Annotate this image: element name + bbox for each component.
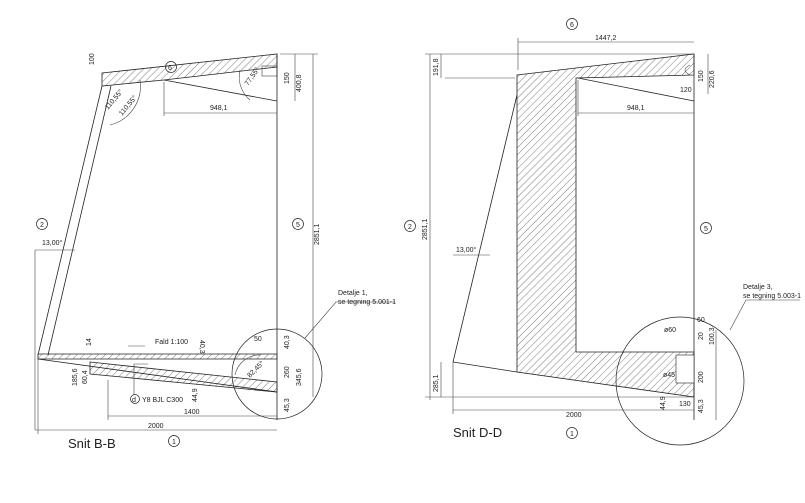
dimension-label: 2851,1 — [422, 218, 429, 240]
drawing-line — [452, 361, 518, 373]
dimension-label: 2851,1 — [314, 223, 321, 245]
left-face — [452, 94, 518, 363]
dimension-label: 1447,2 — [595, 35, 617, 42]
marker-2: 2 — [408, 224, 412, 231]
marker-1: 1 — [172, 439, 176, 446]
callout-line-2: se tegning 5.001-1 — [338, 299, 396, 306]
wall-outer — [37, 85, 103, 356]
top-slab-underside — [577, 77, 695, 102]
dimension-label: 60 — [697, 317, 705, 324]
drain-opening — [675, 354, 695, 384]
dimension-label: 20 — [698, 332, 705, 340]
drawing-line — [109, 79, 141, 126]
dimension-label: 220,6 — [709, 70, 716, 88]
section-b-b: 6 2 5 1 100 150 400,8 948,1 110,55° 110,… — [34, 53, 396, 451]
marker-circle — [130, 394, 140, 404]
dimension-label: 45,3 — [284, 398, 291, 412]
marker-circle — [36, 218, 48, 230]
bottom-slope — [37, 358, 278, 393]
dimension-label: 120 — [680, 87, 692, 94]
dimension-label: 82,45° — [246, 359, 266, 379]
dimension-label: 260 — [284, 366, 291, 378]
dimension-label: 40,3 — [284, 335, 291, 349]
bottom-slab-top — [37, 353, 278, 360]
dimension-label: 191,8 — [433, 58, 440, 76]
dimension-label: 150 — [284, 72, 291, 84]
marker-circle — [168, 435, 180, 447]
dimension-label: 14 — [86, 338, 93, 346]
drawing-line — [234, 354, 261, 376]
top-slab-underside — [163, 79, 278, 102]
wall-and-slab — [516, 53, 695, 398]
section-title: Snit D-D — [453, 425, 502, 440]
dimension-label: 1400 — [184, 409, 200, 416]
dimension-label: 100,3 — [709, 327, 716, 345]
callout-line-1: Detalje 3, — [743, 284, 773, 291]
marker-5: 5 — [296, 222, 300, 229]
dimension-label: 345,6 — [296, 368, 303, 386]
dimension-label: 948,1 — [627, 105, 645, 112]
dimension-label: 150 — [698, 70, 705, 82]
marker-6: 6 — [168, 65, 172, 72]
dimension-label: 60,4 — [82, 370, 89, 384]
dimension-label: ø60 — [664, 327, 676, 334]
section-title: Snit B-B — [68, 436, 116, 451]
dimension-label: 948,1 — [210, 105, 228, 112]
section-d-d: 6 2 5 1 1447,2 191,8 150 220,6 120 948,1… — [404, 18, 801, 446]
rebar-label: Y8 BJL C300 — [142, 397, 183, 404]
dimension-label: Fald 1:100 — [155, 339, 188, 346]
detail-circle — [615, 316, 745, 446]
marker-circle — [566, 427, 578, 439]
dimension-label: 185,6 — [72, 368, 79, 386]
drawing-line — [133, 363, 148, 395]
dimension-label: 45,3 — [698, 399, 705, 413]
dimension-label: ø45 — [663, 372, 675, 379]
dimension-label: 13,00° — [456, 246, 477, 254]
callout-leader — [304, 301, 395, 339]
callout-line-1: Detalje 1, — [338, 290, 368, 297]
dimension-label: 40,3 — [198, 340, 205, 354]
dimension-label: 130 — [679, 401, 691, 408]
rebar-marker: d — [132, 397, 136, 404]
dimension-label: 44,9 — [192, 388, 199, 402]
dimension-label: 400,8 — [296, 74, 303, 92]
marker-6: 6 — [570, 22, 574, 29]
callout-leader — [729, 299, 800, 331]
dimension-label: 285,1 — [433, 374, 440, 392]
drawing-line — [238, 69, 251, 101]
marker-1: 1 — [570, 431, 574, 438]
dimension-label: 100 — [89, 53, 96, 65]
dimension-label: 2000 — [566, 412, 582, 419]
marker-2: 2 — [40, 222, 44, 229]
top-slab — [101, 53, 278, 87]
marker-circle — [165, 61, 177, 73]
marker-circle — [700, 222, 712, 234]
detail-circle — [231, 328, 323, 420]
dimension-label: 13,00° — [42, 239, 63, 247]
dimension-label: 50 — [254, 336, 262, 343]
dimension-label: 200 — [698, 371, 705, 383]
marker-circle — [404, 220, 416, 232]
dimension-label: 2000 — [148, 423, 164, 430]
marker-circle — [292, 218, 304, 230]
marker-5: 5 — [704, 226, 708, 233]
marker-circle — [566, 18, 578, 30]
wall-inner — [47, 85, 112, 356]
drawing-line — [684, 64, 691, 76]
dimension-label: 44,9 — [660, 396, 667, 410]
callout-line-2: se tegning 5.003-1 — [743, 293, 801, 300]
